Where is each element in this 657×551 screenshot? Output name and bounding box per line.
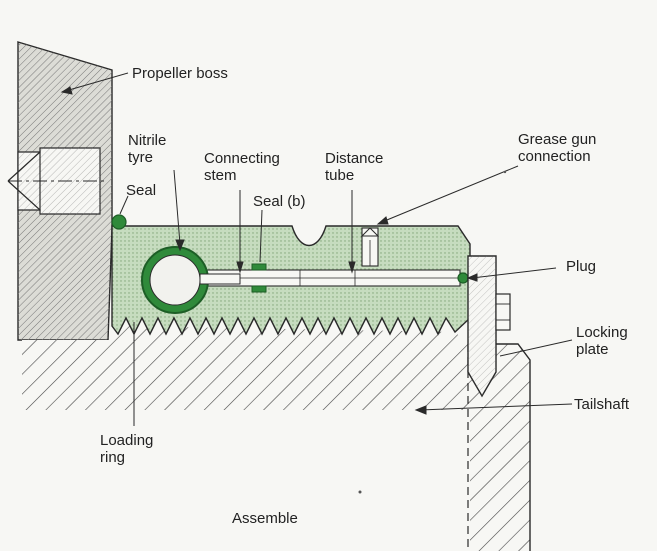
label-distance-tube: Distance tube xyxy=(325,150,383,184)
label-line: Distance xyxy=(325,150,384,167)
leader-lines xyxy=(60,72,573,426)
label-line: plate xyxy=(576,341,609,358)
caption: Assemble xyxy=(232,510,298,527)
label-line: tube xyxy=(325,167,355,184)
label-seal-b: Seal (b) xyxy=(253,193,306,210)
label-line: Nitrile xyxy=(128,132,167,149)
seal-a xyxy=(111,214,127,230)
label-connecting-stem: Connecting stem xyxy=(204,150,280,184)
label-locking-plate: Locking plate xyxy=(576,324,628,358)
label-line: tyre xyxy=(128,149,154,166)
label-line: Loading xyxy=(100,432,154,449)
label-seal: Seal xyxy=(126,182,157,199)
plug xyxy=(457,272,469,284)
label-line: connection xyxy=(518,148,591,165)
seal-b-upper xyxy=(251,263,267,271)
label-line: Connecting xyxy=(204,150,280,167)
label-line: stem xyxy=(204,167,237,184)
label-propeller-boss: Propeller boss xyxy=(132,65,228,82)
label-nitrile-tyre: Nitrile tyre xyxy=(128,132,166,166)
label-loading-ring: Loading ring xyxy=(100,432,153,466)
label-line: Locking xyxy=(576,324,628,341)
propeller-boss xyxy=(7,41,113,341)
loading-ring xyxy=(141,246,241,314)
label-grease-gun-connection: Grease gun connection xyxy=(518,131,596,165)
label-line: Grease gun xyxy=(518,131,597,148)
seal-b-lower xyxy=(251,285,267,293)
locking-plate xyxy=(467,255,511,398)
label-line: ring xyxy=(100,449,126,466)
label-plug: Plug xyxy=(566,258,597,275)
speck xyxy=(503,170,507,174)
speck xyxy=(358,490,362,494)
propeller-nut xyxy=(111,225,471,336)
label-tailshaft: Tailshaft xyxy=(574,396,630,413)
